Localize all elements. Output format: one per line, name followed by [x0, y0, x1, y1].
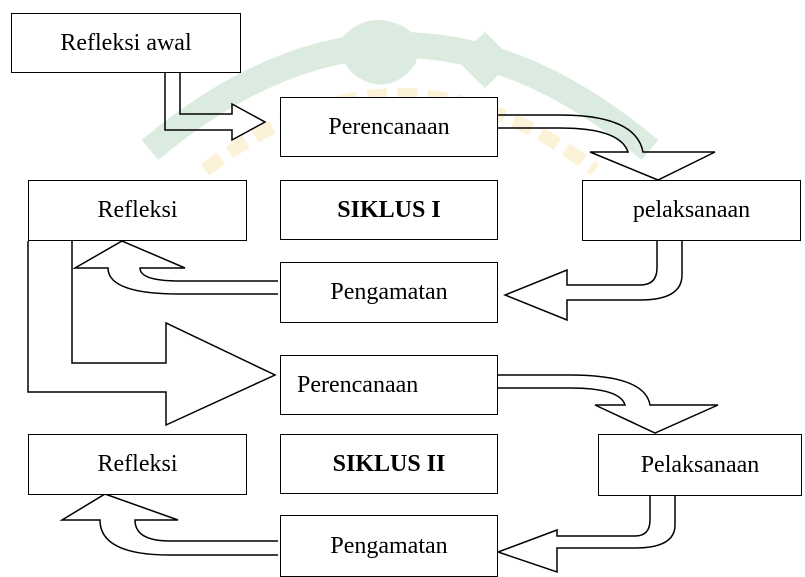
arrow-start-to-plan1	[164, 73, 267, 142]
label-pengamatan-1: Pengamatan	[330, 279, 448, 305]
box-refleksi-1: Refleksi	[28, 180, 247, 241]
label-pengamatan-2: Pengamatan	[330, 532, 448, 559]
box-pengamatan-1: Pengamatan	[280, 262, 498, 323]
label-pelaksanaan-2: Pelaksanaan	[640, 451, 760, 478]
arrow-act1-to-obs1	[502, 241, 683, 322]
label-siklus-1: SIKLUS I	[337, 196, 441, 223]
arrow-ref1-to-plan2	[27, 241, 277, 427]
arrow-act2-to-obs2	[495, 496, 676, 574]
box-pelaksanaan-2: Pelaksanaan	[598, 434, 802, 496]
box-pengamatan-2: Pengamatan	[280, 515, 498, 577]
arrow-plan2-to-act2	[498, 374, 719, 434]
label-refleksi-awal: Refleksi awal	[60, 29, 192, 56]
label-perencanaan-1: Perencanaan	[328, 113, 450, 140]
label-refleksi-2: Refleksi	[97, 451, 178, 477]
box-refleksi-awal: Refleksi awal	[11, 13, 241, 73]
box-refleksi-2: Refleksi	[28, 434, 247, 495]
label-siklus-2: SIKLUS II	[332, 450, 446, 477]
arrow-obs1-to-ref1	[72, 240, 278, 295]
box-siklus-1: SIKLUS I	[280, 180, 498, 240]
box-pelaksanaan-1: pelaksanaan	[582, 180, 801, 241]
arrow-obs2-to-ref2	[59, 493, 278, 556]
arrow-plan1-to-act1	[498, 114, 716, 181]
label-refleksi-1: Refleksi	[97, 197, 178, 223]
box-perencanaan-1: Perencanaan	[280, 97, 498, 157]
label-pelaksanaan-1: pelaksanaan	[632, 197, 751, 223]
box-siklus-2: SIKLUS II	[280, 434, 498, 494]
label-perencanaan-2: Perencanaan	[297, 371, 419, 398]
box-perencanaan-2: Perencanaan	[280, 355, 498, 415]
